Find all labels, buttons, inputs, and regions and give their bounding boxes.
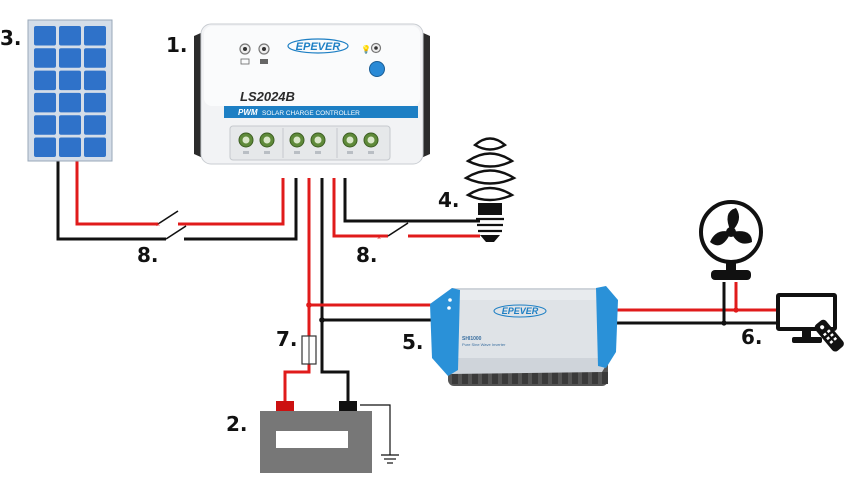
heatsink-fin: [602, 372, 608, 384]
wire-battery-negative: [320, 178, 350, 402]
controller-brand: EPEVER: [296, 41, 341, 53]
wire-ground: [360, 404, 391, 455]
solar-cell: [34, 115, 56, 135]
cfl-lamp: [463, 137, 517, 242]
heatsink-fin: [592, 372, 598, 384]
inverter: EPEVER SHI1000 Pure Sine Wave Inverter: [430, 286, 618, 386]
heatsink-fin: [452, 372, 458, 384]
terminal-screw-center: [242, 136, 250, 144]
wire-ac-black: [612, 282, 778, 325]
junction-dot: [319, 317, 325, 323]
solar-cell: [59, 137, 81, 157]
terminal-screw-center: [263, 136, 271, 144]
wires: [56, 160, 778, 455]
label-battery: 2.: [226, 412, 248, 436]
solar-cell: [34, 92, 56, 113]
heatsink-fin: [552, 372, 558, 384]
solar-cell: [84, 48, 106, 68]
solar-cell: [84, 92, 106, 113]
wire-battery-positive-lower: [283, 364, 311, 402]
solar-cell: [34, 137, 56, 157]
band-text: SOLAR CHARGE CONTROLLER: [262, 110, 360, 117]
heatsink-fin: [562, 372, 568, 384]
charge-controller: EPEVER 💡 LS2024B PWM SOLAR CHARGE CONTRO…: [194, 23, 430, 165]
terminal-marker: [368, 151, 374, 154]
label-fuse: 7.: [276, 327, 298, 351]
junction-dot: [306, 302, 312, 308]
wire-load-negative: [343, 178, 480, 223]
label-inverter: 5.: [402, 330, 424, 354]
band-pwm: PWM: [238, 108, 258, 117]
solar-cell: [84, 70, 106, 91]
terminal-marker: [243, 151, 249, 154]
fuse: [301, 335, 317, 365]
wire-ac-red: [612, 282, 778, 312]
label-controller: 1.: [166, 33, 188, 57]
solar-cell: [34, 48, 56, 68]
solar-cell: [59, 115, 81, 135]
battery-terminal-positive: [276, 401, 294, 412]
svg-text:×: ×: [377, 235, 381, 242]
solar-cell: [59, 70, 81, 91]
bulb-icon: 💡: [361, 44, 371, 54]
switch-pv: ×: [156, 210, 187, 240]
label-switch-load: 8.: [356, 243, 378, 267]
label-switch-pv: 8.: [137, 243, 159, 267]
svg-text:×: ×: [156, 222, 160, 229]
battery-terminal-negative: [339, 401, 357, 412]
heatsink-fin: [462, 372, 468, 384]
heatsink-fin: [472, 372, 478, 384]
inverter-brand-swoosh: [493, 304, 547, 318]
inverter-model: SHI1000: [462, 336, 482, 342]
terminal-screw-center: [293, 136, 301, 144]
tv-icon: [776, 293, 837, 343]
pv-icon: [240, 58, 250, 65]
junction-dot: [733, 307, 739, 313]
battery: [260, 401, 372, 473]
solar-cell: [84, 115, 106, 135]
heatsink-fin: [532, 372, 538, 384]
solar-cell: [34, 26, 56, 46]
heatsink-fin: [542, 372, 548, 384]
wire-pv-positive: [75, 160, 285, 226]
brand-swoosh: [287, 38, 349, 54]
wire-pv-negative: [56, 160, 298, 241]
solar-panel: [27, 19, 113, 162]
terminal-marker: [294, 151, 300, 154]
heatsink-fin: [572, 372, 578, 384]
terminal-marker: [347, 151, 353, 154]
solar-cell: [59, 48, 81, 68]
ground-symbol: [381, 454, 399, 464]
heatsink-fin: [512, 372, 518, 384]
heatsink-fin: [482, 372, 488, 384]
controller-model: LS2024B: [240, 89, 295, 104]
wire-load-positive: [332, 178, 480, 238]
solar-cell: [59, 92, 81, 113]
solar-cell: [84, 26, 106, 46]
terminal-screw-center: [346, 136, 354, 144]
solar-cell: [34, 70, 56, 91]
heatsink-fin: [582, 372, 588, 384]
junction-dot: [721, 320, 727, 326]
solar-cell: [59, 26, 81, 46]
terminal-marker: [315, 151, 321, 154]
label-ac-loads: 6.: [741, 325, 763, 349]
inverter-subtitle: Pure Sine Wave Inverter: [462, 342, 506, 347]
heatsink-fin: [502, 372, 508, 384]
terminal-marker: [264, 151, 270, 154]
heatsink-fin: [492, 372, 498, 384]
label-lamp: 4.: [438, 188, 460, 212]
terminal-screw-center: [314, 136, 322, 144]
heatsink-fin: [522, 372, 528, 384]
remote-icon: [814, 319, 844, 352]
switch-load: ×: [377, 222, 409, 242]
solar-cell: [84, 137, 106, 157]
fan-icon: [699, 200, 763, 280]
setting-button: [369, 61, 385, 77]
label-solar-panel: 3.: [0, 26, 22, 50]
terminal-screw-center: [367, 136, 375, 144]
battery-icon: [260, 59, 268, 64]
inverter-brand: EPEVER: [502, 306, 539, 316]
